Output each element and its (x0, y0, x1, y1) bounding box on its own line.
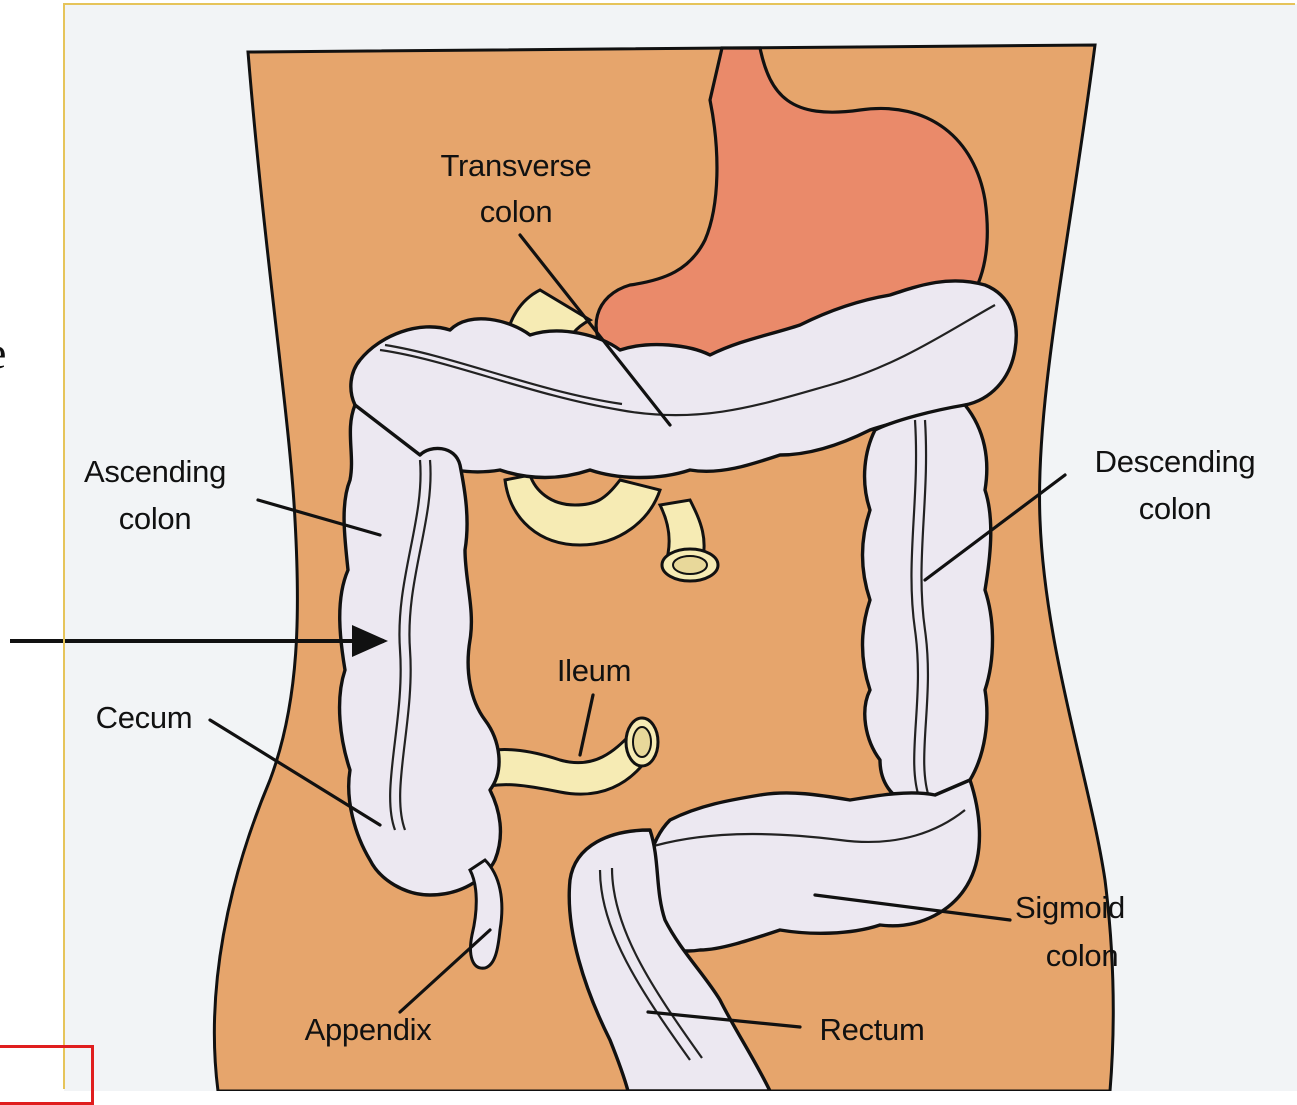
appendix-shape (470, 860, 502, 968)
highlight-box (0, 1045, 94, 1105)
label-sigmoid-colon-line1: Sigmoid (1015, 890, 1125, 925)
label-appendix: Appendix (305, 1012, 433, 1047)
label-transverse-colon-line1: Transverse (441, 148, 592, 183)
label-cecum: Cecum (96, 700, 193, 735)
label-transverse-colon-line2: colon (480, 194, 553, 229)
descending-colon-shape (863, 405, 993, 806)
label-sigmoid-colon-line2: colon (1046, 938, 1119, 973)
label-ileum: Ileum (557, 653, 631, 688)
label-descending-colon-line1: Descending (1095, 444, 1256, 479)
label-rectum: Rectum (819, 1012, 924, 1047)
label-ascending-colon-line2: colon (119, 501, 192, 536)
label-descending-colon-line2: colon (1139, 491, 1212, 526)
label-ascending-colon-line1: Ascending (84, 454, 226, 489)
